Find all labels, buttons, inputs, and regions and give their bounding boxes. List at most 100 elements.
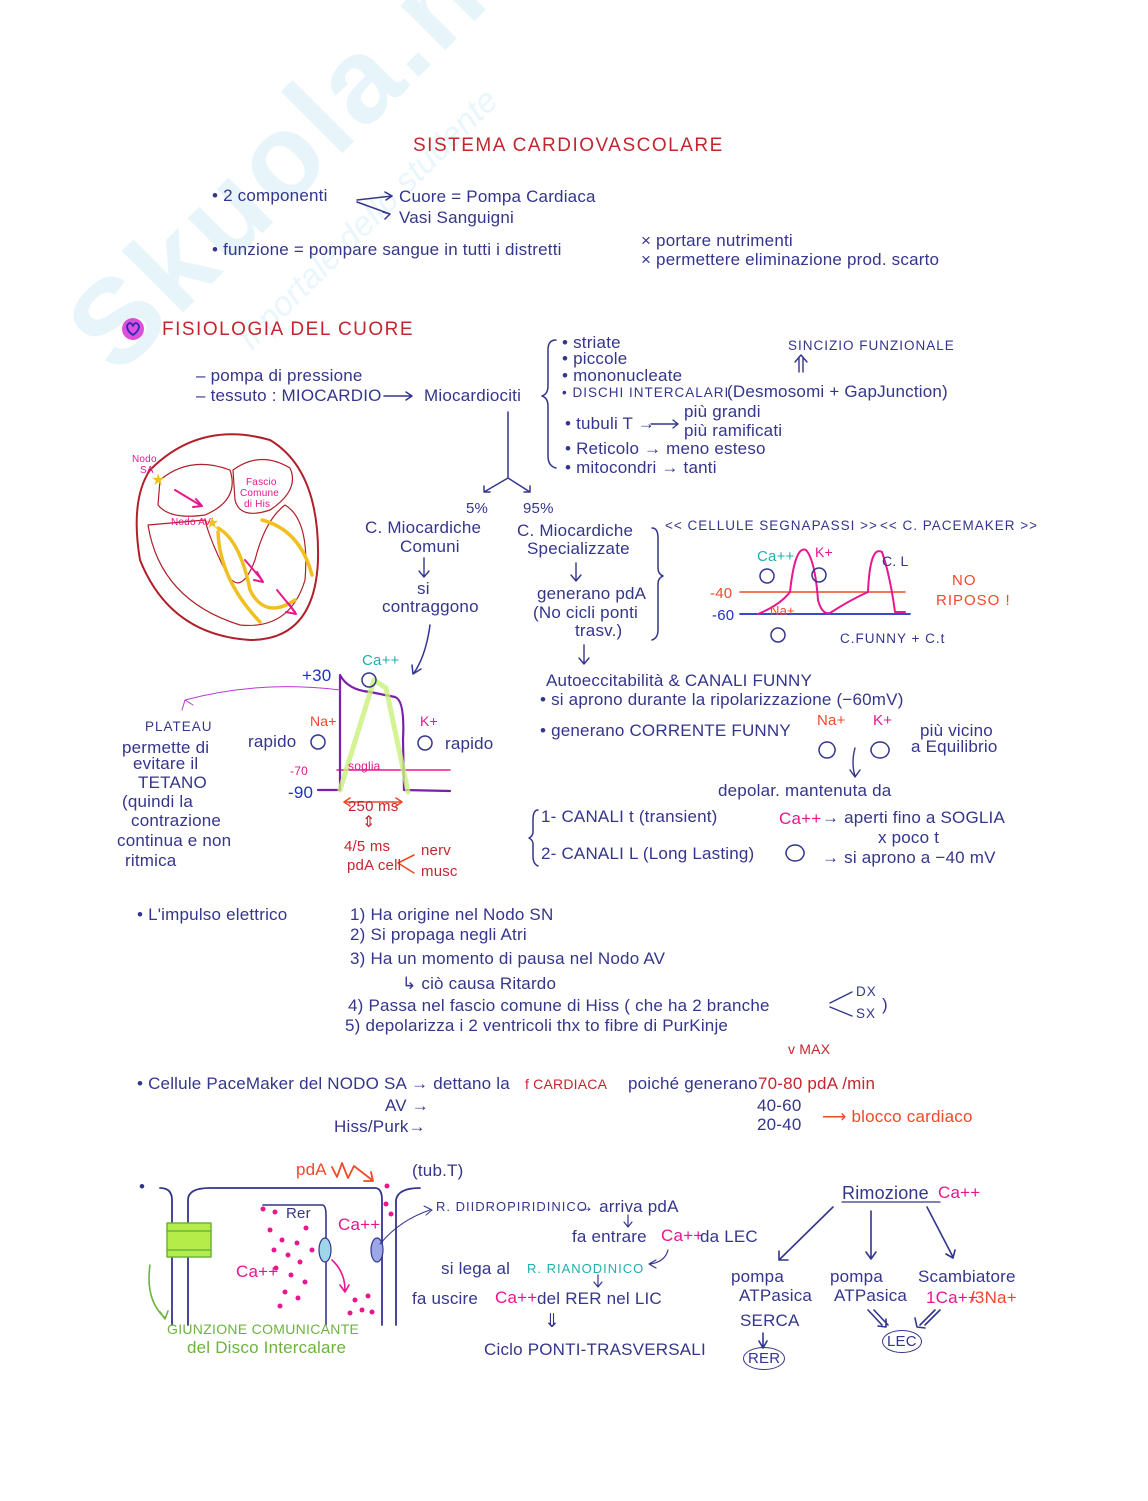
svg-text:★: ★ bbox=[151, 472, 165, 489]
page-title: SISTEMA CARDIOVASCOLARE bbox=[413, 135, 724, 156]
heart-label-his: di His bbox=[244, 499, 271, 510]
syncytium-label: SINCIZIO FUNZIONALE bbox=[788, 338, 955, 353]
pacemaker-title: << CELLULE SEGNAPASSI >> bbox=[665, 518, 878, 533]
component-vessels: Vasi Sanguigni bbox=[399, 208, 514, 227]
voltage-70: -70 bbox=[290, 764, 308, 778]
serca-pump: ATPasica bbox=[739, 1286, 813, 1305]
percent-special: 95% bbox=[523, 500, 554, 517]
tubuli-detail: più grandi bbox=[684, 402, 761, 421]
equilibrium-note: più vicino bbox=[920, 721, 993, 740]
av-label: AV → bbox=[385, 1096, 429, 1115]
funny-label: C.FUNNY + C.t bbox=[840, 631, 946, 646]
common-cells: contraggono bbox=[382, 597, 479, 616]
compare-label: pdA cell bbox=[347, 857, 402, 874]
dhp-receptor bbox=[370, 1237, 384, 1263]
compare-musc: musc bbox=[421, 863, 458, 880]
channel-t: 1- CANALI t (transient) bbox=[541, 807, 718, 826]
compare-arrow-icon: ⇕ bbox=[362, 814, 376, 831]
gap-junction-label: GIUNZIONE COMUNICANTE bbox=[167, 1321, 360, 1337]
serca-pump: SERCA bbox=[740, 1311, 800, 1330]
ion-ca: Ca++ bbox=[757, 548, 795, 565]
funny-current: • generano CORRENTE FUNNY bbox=[540, 721, 791, 740]
crossbridge-cycle: Ciclo PONTI-TRASVERSALI bbox=[484, 1340, 706, 1359]
plateau-note: permette di bbox=[122, 738, 210, 757]
hiss-label: Hiss/Purk→ bbox=[334, 1117, 426, 1136]
branch-sx: SX bbox=[856, 1006, 877, 1021]
step-text: del RER nel LIC bbox=[537, 1289, 662, 1308]
fast-label: rapido bbox=[248, 732, 297, 751]
ion-na: Na+ bbox=[817, 712, 846, 729]
special-cells: C. Miocardiche bbox=[517, 521, 634, 540]
impulse-step: ↳ ciò causa Ritardo bbox=[402, 974, 557, 993]
special-cells: generano pdA bbox=[537, 584, 647, 603]
exchanger-na: /3Na+ bbox=[970, 1288, 1017, 1307]
function-item: × portare nutrimenti bbox=[641, 231, 793, 250]
branch-arrow bbox=[483, 411, 531, 493]
special-cells: (No cicli ponti bbox=[533, 603, 639, 622]
plateau-note: ritmica bbox=[125, 851, 177, 870]
hiss-rate: 20-40 bbox=[757, 1115, 802, 1134]
brace bbox=[541, 339, 557, 469]
impulse-step: 2) Si propaga negli Atri bbox=[350, 925, 527, 944]
plateau-note: contrazione bbox=[131, 811, 222, 830]
pump-text: – pompa di pressione bbox=[196, 366, 363, 385]
equilibrium-note: a Equilibrio bbox=[911, 737, 998, 756]
common-cells: Comuni bbox=[400, 537, 460, 556]
arrow-icon bbox=[383, 391, 413, 401]
common-cells: si bbox=[417, 579, 430, 598]
voltage-30: +30 bbox=[302, 666, 332, 685]
heart-badge-icon bbox=[122, 318, 144, 340]
feature-item: • DISCHI INTERCALARI bbox=[562, 385, 730, 400]
gap-junction-label: del Disco Intercalare bbox=[187, 1338, 347, 1357]
common-cells: C. Miocardiche bbox=[365, 518, 482, 537]
impulse-step: 3) Ha un momento di pausa nel Nodo AV bbox=[350, 949, 666, 968]
vmax-label: v MAX bbox=[788, 1041, 831, 1057]
channel-t-note: x poco t bbox=[878, 828, 940, 847]
tubuli-item: • tubuli T → bbox=[565, 414, 655, 433]
plateau-note: TETANO bbox=[138, 773, 207, 792]
ryanodine-receptor bbox=[318, 1237, 332, 1263]
tissue-text: – tessuto : MIOCARDIO bbox=[196, 386, 382, 405]
ion-ca: Ca++ bbox=[362, 652, 400, 669]
ion-k: K+ bbox=[873, 712, 893, 729]
component-heart: Cuore = Pompa Cardiaca bbox=[399, 187, 596, 206]
pacemaker-title: << C. PACEMAKER >> bbox=[880, 518, 1039, 533]
no-rest: RIPOSO ! bbox=[936, 592, 1011, 609]
special-cells: trasv.) bbox=[575, 621, 623, 640]
sa-rate: 70-80 pdA /min bbox=[758, 1074, 876, 1093]
exchanger-ca: 1Ca++ bbox=[926, 1288, 979, 1307]
paren: ) bbox=[882, 995, 888, 1014]
fast-label: rapido bbox=[445, 734, 494, 753]
exchanger: Scambiatore bbox=[918, 1267, 1016, 1286]
impulse-step: 1) Ha origine nel Nodo SN bbox=[350, 905, 554, 924]
components-label: • 2 componenti bbox=[212, 186, 328, 205]
heart-label-his: Comune bbox=[240, 488, 279, 499]
step-text: si lega al bbox=[441, 1259, 511, 1278]
pda-label: pdA bbox=[296, 1160, 327, 1179]
arrow-icon bbox=[356, 191, 393, 220]
rer-destination: RER bbox=[743, 1347, 786, 1370]
feature-item: • piccole bbox=[562, 349, 628, 368]
action-potential-graph bbox=[181, 672, 452, 874]
ion-k: K+ bbox=[815, 544, 833, 560]
ryanodine-label: R. RIANODINICO bbox=[527, 1261, 645, 1276]
gap-junction bbox=[166, 1222, 212, 1258]
plateau-pointer bbox=[181, 686, 341, 711]
feature-item: • mononucleate bbox=[562, 366, 683, 385]
threshold-label: soglia bbox=[348, 759, 381, 773]
ion-ca: Ca++ bbox=[338, 1215, 381, 1234]
section-heading: FISIOLOGIA DEL CUORE bbox=[162, 319, 415, 340]
feature-item: • striate bbox=[562, 333, 621, 352]
because-text: poiché generano bbox=[628, 1074, 758, 1093]
pmca-pump: ATPasica bbox=[834, 1286, 908, 1305]
channel-t-note: → aperti fino a SOGLIA bbox=[822, 808, 1005, 827]
disc-detail: (Desmosomi + GapJunction) bbox=[727, 382, 948, 401]
duration-label: 250 ms bbox=[348, 798, 399, 815]
function-item: × permettere eliminazione prod. scarto bbox=[641, 250, 940, 269]
heart-label-his: Fascio bbox=[246, 477, 277, 488]
tubuli-detail: più ramificati bbox=[684, 421, 783, 440]
mitocondri-item: • mitocondri → tanti bbox=[565, 458, 717, 477]
impulse-step: 5) depolarizza i 2 ventricoli thx to fib… bbox=[345, 1016, 729, 1035]
